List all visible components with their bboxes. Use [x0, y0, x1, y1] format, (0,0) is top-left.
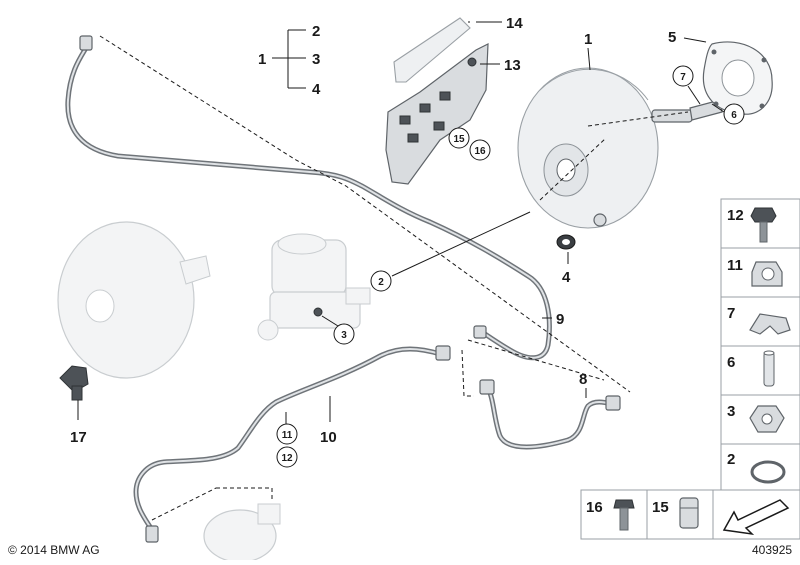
- callout-top-3: 3: [312, 51, 320, 68]
- heat-shield-14[interactable]: [393, 17, 471, 83]
- callout-13: 13: [504, 57, 521, 74]
- svg-text:7: 7: [680, 72, 686, 83]
- callout-top-1: 1: [258, 51, 266, 68]
- circled-callouts: 15 16 7 6 2 3 11 12: [276, 65, 745, 468]
- callout-9: 9: [556, 311, 564, 328]
- callout-10: 10: [320, 429, 337, 446]
- callout-4: 4: [562, 269, 571, 286]
- legend-label-11: 11: [727, 257, 743, 274]
- svg-text:12: 12: [281, 453, 293, 464]
- vacuum-line-9[interactable]: [65, 35, 552, 361]
- ghost-master-cylinder: [257, 233, 371, 341]
- line-9-end-fitting: [79, 35, 93, 51]
- callout-1: 1: [584, 31, 592, 48]
- nut-3-on-cylinder[interactable]: [313, 307, 323, 317]
- legend-item-arrow: [712, 489, 800, 540]
- gasket-5[interactable]: [702, 41, 773, 115]
- svg-text:2: 2: [378, 277, 384, 288]
- callout-14: 14: [506, 15, 523, 32]
- spring-clip-icon: [749, 313, 791, 335]
- legend-item-3[interactable]: 3: [720, 394, 800, 445]
- bolt-icon: [750, 207, 777, 243]
- vacuum-line-8[interactable]: [479, 379, 621, 450]
- arrow-icon: [722, 499, 790, 536]
- legend-column: 12 11 7 6: [720, 198, 800, 491]
- callout-15-circle: 15: [448, 127, 470, 149]
- legend-label-15: 15: [652, 499, 669, 516]
- callout-2-circle: 2: [370, 270, 392, 292]
- callout-12-circle: 12: [276, 446, 298, 468]
- vacuum-line-10[interactable]: [133, 345, 451, 543]
- legend-label-12: 12: [727, 207, 744, 224]
- legend-item-11[interactable]: 11: [720, 247, 800, 298]
- line-8-end-fitting: [605, 395, 621, 411]
- leader-lines: [77, 21, 725, 521]
- svg-text:3: 3: [341, 330, 347, 341]
- line-8-connector: [479, 379, 495, 395]
- legend-label-3: 3: [727, 403, 735, 420]
- pipe-clamp-icon: [751, 261, 783, 287]
- screw-icon: [613, 499, 635, 531]
- seal-ring-4-hole: [562, 239, 570, 245]
- ghost-vacuum-pump: [203, 503, 281, 563]
- callout-16-circle: 16: [469, 139, 491, 161]
- callout-17: 17: [70, 429, 87, 446]
- legend-label-7: 7: [727, 305, 735, 322]
- callout-7-circle: 7: [672, 65, 694, 87]
- legend-item-7[interactable]: 7: [720, 296, 800, 347]
- legend-label-6: 6: [727, 354, 735, 371]
- callout-11-circle: 11: [276, 423, 298, 445]
- callout-6-circle: 6: [723, 103, 745, 125]
- callout-labels: 2 1 3 4 14 13 1 5 4 9 8 10 17: [70, 15, 676, 446]
- callout-top-4: 4: [312, 81, 321, 98]
- legend-item-15[interactable]: 15: [646, 489, 714, 540]
- line-9-connector: [473, 325, 487, 339]
- legend-item-6[interactable]: 6: [720, 345, 800, 396]
- hex-nut-icon: [749, 405, 785, 433]
- svg-text:16: 16: [474, 146, 486, 157]
- legend-label-16: 16: [586, 499, 603, 516]
- svg-text:11: 11: [282, 430, 293, 441]
- svg-text:6: 6: [731, 110, 737, 121]
- clip-nut-icon: [679, 497, 699, 529]
- line-10-end-fitting: [145, 525, 159, 543]
- legend-item-2[interactable]: 2: [720, 443, 800, 491]
- legend-item-12[interactable]: 12: [720, 198, 800, 249]
- legend-row: 16 15: [580, 489, 800, 540]
- callout-top-2: 2: [312, 23, 320, 40]
- callout-5: 5: [668, 29, 676, 46]
- callout-8: 8: [579, 371, 587, 388]
- legend-label-2: 2: [727, 451, 735, 468]
- ghost-brake-booster: [57, 221, 211, 379]
- o-ring-icon: [750, 460, 786, 484]
- line-10-connector: [435, 345, 451, 361]
- vacuum-sensor-17[interactable]: [59, 365, 89, 401]
- copyright-text: © 2014 BMW AG: [8, 543, 100, 557]
- svg-text:15: 15: [453, 134, 465, 145]
- legend-item-16[interactable]: 16: [580, 489, 648, 540]
- callout-3-circle: 3: [333, 323, 355, 345]
- diagram-id: 403925: [752, 543, 792, 557]
- pin-icon: [763, 350, 775, 387]
- bracket-13[interactable]: [385, 43, 489, 185]
